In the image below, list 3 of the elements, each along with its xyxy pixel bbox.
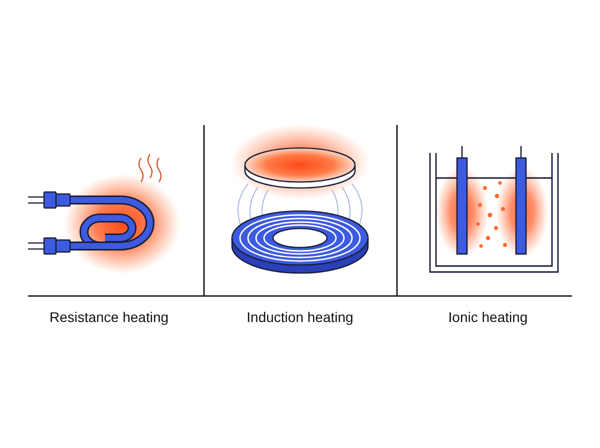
panel-caption: Induction heating	[246, 309, 354, 325]
panel-caption: Resistance heating	[48, 309, 170, 325]
panel-caption: Ionic heating	[447, 309, 529, 325]
